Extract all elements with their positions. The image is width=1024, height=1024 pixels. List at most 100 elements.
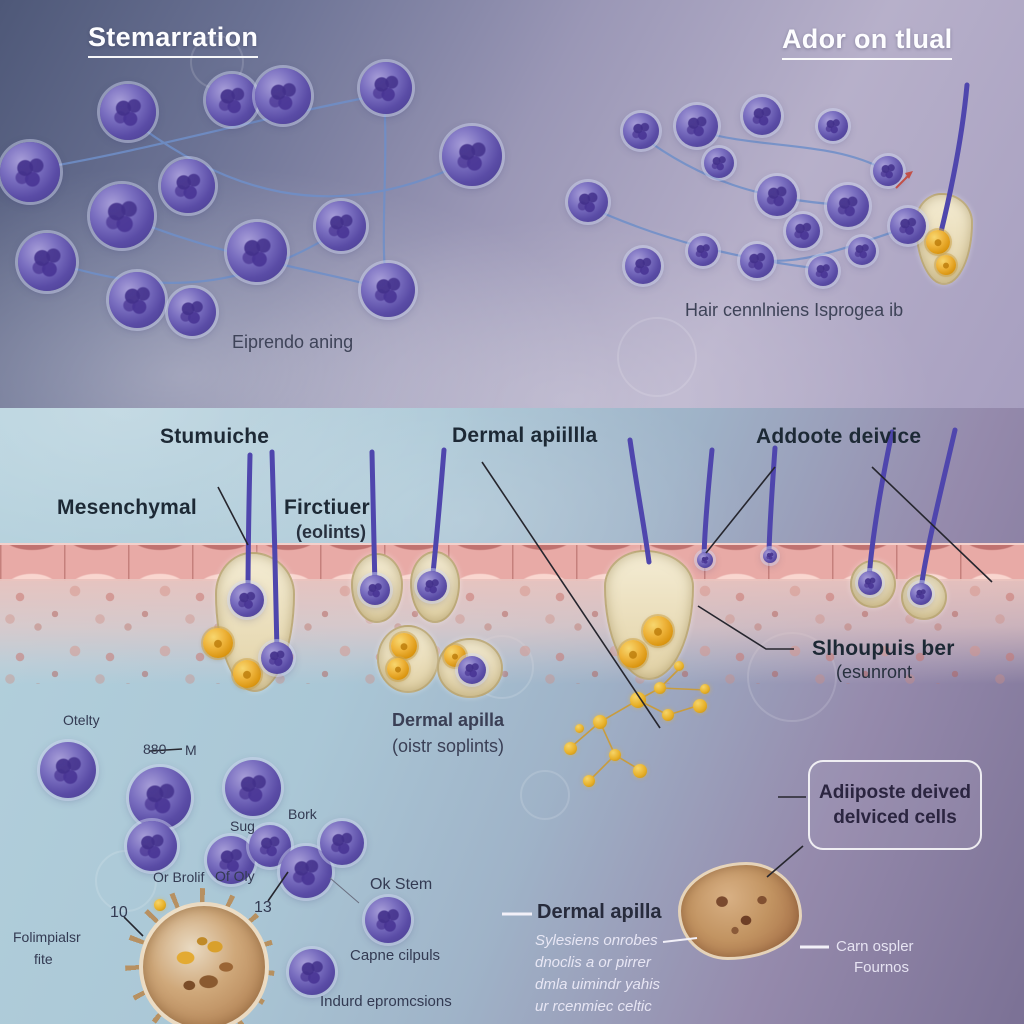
adipocyte-dot bbox=[674, 661, 684, 671]
follicle-cell-yellow bbox=[387, 658, 409, 680]
thin-gray-line bbox=[329, 877, 360, 904]
label-bork: Bork bbox=[288, 806, 317, 822]
caption-top-right: Hair cennlniens Isprogea ib bbox=[685, 300, 904, 320]
stem-cell bbox=[625, 248, 661, 284]
note-line: Sylesiens onrobes bbox=[535, 932, 658, 949]
adipose-derived-cell-blob bbox=[678, 862, 802, 960]
adipocyte-dot bbox=[575, 724, 584, 733]
red-arrow bbox=[895, 171, 913, 189]
stem-cell bbox=[90, 184, 154, 248]
label-sebaceous: Slhoupuis ber bbox=[812, 637, 955, 660]
label-otelty: Otelty bbox=[63, 712, 100, 728]
label-mesenchymal: Mesenchymal bbox=[57, 496, 197, 519]
surface-cell-dot bbox=[763, 549, 777, 563]
label-dermal-apilla-bottom: Dermal apilla bbox=[537, 901, 662, 923]
label-sebaceous-sub: (esunront bbox=[836, 662, 913, 682]
adipocyte-dot bbox=[593, 715, 607, 729]
adipose-box-line: delviced cells bbox=[833, 807, 957, 828]
stem-cell bbox=[18, 233, 76, 291]
adipocyte-dot bbox=[693, 699, 707, 713]
title-left: Stemarration bbox=[88, 22, 259, 58]
label-880: 880 bbox=[143, 741, 167, 757]
follicle-cell-yellow bbox=[619, 640, 647, 668]
stem-cell bbox=[442, 126, 502, 186]
stem-cell bbox=[676, 105, 718, 147]
follicle-cell-purple bbox=[261, 642, 293, 674]
stem-cell bbox=[743, 97, 781, 135]
label-follicle-sub: (eolints) bbox=[296, 522, 366, 542]
bubble-decoration bbox=[617, 317, 697, 397]
label-fournos: Fournos bbox=[854, 959, 910, 976]
title-right: Ador on tlual bbox=[782, 24, 953, 60]
label-capne: Capne cilpuls bbox=[350, 947, 441, 964]
label-indurd: Indurd epromcsions bbox=[320, 993, 452, 1010]
label-sug: Sug bbox=[230, 818, 255, 834]
note-line: dnoclis a or pirrer bbox=[535, 954, 651, 971]
stem-cell bbox=[808, 256, 838, 286]
adipose-derived-cells-box: Adiiposte deived delviced cells bbox=[808, 760, 982, 850]
label-dermal-papilla-top: Dermal apiillla bbox=[452, 424, 598, 447]
note-line: ur rcenmiec celtic bbox=[535, 998, 652, 1015]
follicle-cell-purple bbox=[230, 583, 264, 617]
stem-cell bbox=[757, 176, 797, 216]
stem-cell bbox=[129, 767, 191, 829]
stem-cell bbox=[360, 62, 412, 114]
follicle-cell-yellow bbox=[203, 628, 233, 658]
label-10: 10 bbox=[110, 904, 128, 921]
adipocyte-dot bbox=[700, 684, 710, 694]
follicle-cell-yellow bbox=[233, 660, 261, 688]
adipose-box-line: Adiiposte deived bbox=[818, 782, 972, 803]
stem-cell bbox=[227, 222, 287, 282]
follicle-cell-purple bbox=[858, 571, 882, 595]
surface-cell-dot bbox=[697, 552, 713, 568]
adipocyte-dot bbox=[662, 709, 674, 721]
stem-cell bbox=[365, 897, 411, 943]
follicle-cell-purple bbox=[360, 575, 390, 605]
follicle-cell-purple bbox=[910, 583, 932, 605]
stem-cell bbox=[100, 84, 156, 140]
stem-cell bbox=[786, 214, 820, 248]
adipocyte-dot bbox=[583, 775, 595, 787]
adipocyte-dot bbox=[654, 682, 666, 694]
label-13: 13 bbox=[254, 899, 272, 916]
induced-cell-body bbox=[139, 902, 269, 1024]
bubble-decoration bbox=[95, 850, 157, 912]
follicle-cell-yellow bbox=[643, 616, 673, 646]
follicle-cell-yellow bbox=[391, 633, 417, 659]
label-of-oly: Of Oly bbox=[215, 868, 255, 884]
stem-cell bbox=[316, 201, 366, 251]
stem-cell bbox=[168, 288, 216, 336]
white-dash-lines bbox=[502, 912, 829, 949]
stem-cell bbox=[289, 949, 335, 995]
stem-cell bbox=[688, 236, 718, 266]
black-annotation-lines bbox=[123, 461, 993, 937]
stem-cell bbox=[109, 272, 165, 328]
stem-cell bbox=[320, 821, 364, 865]
adipocyte-dot bbox=[630, 692, 646, 708]
label-carn-ospler: Carn ospler bbox=[836, 938, 914, 955]
epidermis-layer bbox=[0, 543, 1024, 581]
stem-cell bbox=[827, 185, 869, 227]
stem-cell bbox=[361, 263, 415, 317]
stem-cell bbox=[568, 182, 608, 222]
stem-cell bbox=[249, 825, 291, 867]
follicle-cell-yellow bbox=[926, 230, 950, 254]
adipocyte-dot bbox=[609, 749, 621, 761]
label-stem-niche: Stumuiche bbox=[160, 425, 270, 448]
stem-cell bbox=[225, 760, 281, 816]
follicle-cell-yellow bbox=[936, 255, 956, 275]
label-ok-stem: Ok Stem bbox=[370, 876, 433, 893]
stem-cell bbox=[40, 742, 96, 798]
stem-cell bbox=[206, 74, 258, 126]
label-fite: fite bbox=[34, 951, 53, 967]
stem-cell bbox=[848, 237, 876, 265]
follicle-cell-purple bbox=[417, 571, 447, 601]
follicle-cell-purple bbox=[458, 656, 486, 684]
label-papilla-mid: Dermal apilla bbox=[392, 710, 505, 730]
bubble-decoration bbox=[520, 770, 570, 820]
stem-cell bbox=[623, 113, 659, 149]
note-line: dmla uimindr yahis bbox=[535, 976, 661, 993]
stem-cell bbox=[818, 111, 848, 141]
adipocyte-dot bbox=[633, 764, 647, 778]
